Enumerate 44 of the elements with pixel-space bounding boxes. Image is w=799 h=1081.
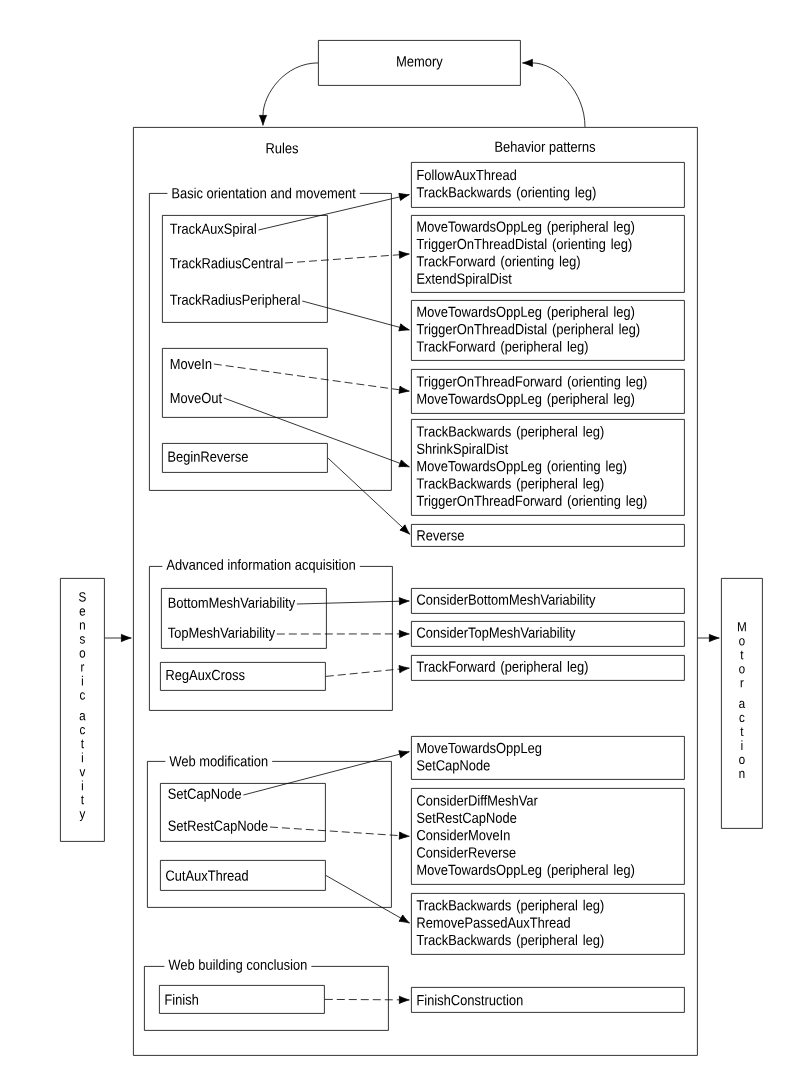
arrow: [242, 750, 410, 796]
arrow: [276, 629, 410, 638]
arrow: [325, 875, 410, 924]
arrow: [301, 300, 410, 332]
arrow: [325, 665, 410, 677]
rule-label: SetCapNode: [168, 788, 242, 802]
behavior-box: MoveTowardsOppLeg SetCapNode: [411, 736, 685, 780]
arrow: [284, 250, 410, 264]
memory-box: Memory: [318, 40, 521, 86]
behavior-box: MoveTowardsOppLeg (peripheral leg) TriggerOnThreadDistal (orienting leg) TrackForward (orienting leg) ExtendSpiralDist: [411, 215, 685, 293]
behavior-box: TrackBackwards (peripheral leg) RemovePassedAuxThread TrackBackwards (peripheral leg): [411, 893, 685, 955]
rule-label: MoveOut: [170, 392, 222, 404]
column-heading: Rules: [266, 142, 298, 154]
arrow: [327, 457, 411, 535]
output-box: Motor action: [721, 578, 763, 829]
behavior-box: FollowAuxThread TrackBackwards (orienting leg): [411, 162, 685, 208]
behavior-box: MoveTowardsOppLeg (peripheral leg) TriggerOnThreadDistal (peripheral leg) TrackForward (peripheral leg): [411, 300, 685, 361]
arrow: [258, 62, 319, 126]
arrow: [324, 995, 410, 1004]
arrow: [104, 633, 132, 643]
input-box: Sensoric activity: [60, 578, 105, 842]
behavior-box: TrackForward (peripheral leg): [411, 655, 685, 681]
rule-label: TrackAuxSpiral: [170, 223, 256, 237]
behavior-box: ConsiderBottomMeshVariability: [411, 588, 685, 614]
arrow: [269, 826, 410, 840]
rule-label: BottomMeshVariability: [168, 597, 296, 611]
arrow: [258, 192, 410, 231]
rule-label: TopMeshVariability: [168, 627, 276, 641]
behavior-box: TriggerOnThreadForward (orienting leg) MoveTowardsOppLeg (peripheral leg): [411, 369, 685, 414]
behavior-box: FinishConstruction: [411, 987, 685, 1013]
behavior-box: ConsiderTopMeshVariability: [411, 621, 685, 647]
behavior-box: Reverse: [411, 524, 685, 547]
rule-label: MoveIn: [170, 358, 212, 370]
arrow: [522, 58, 586, 128]
behavior-box: TrackBackwards (peripheral leg) ShrinkSpiralDist MoveTowardsOppLeg (orienting leg) TrackBackwards (peripheral leg) TriggerOnThreadForward (orienting leg): [411, 419, 685, 516]
rule-label: TrackRadiusPeripheral: [170, 294, 300, 308]
behavior-box: ConsiderDiffMeshVar SetRestCapNode ConsiderMoveIn ConsiderReverse MoveTowardsOppLeg (peripheral leg): [411, 788, 685, 885]
arrow: [697, 633, 720, 643]
arrow: [223, 397, 410, 468]
column-heading: Behavior patterns: [495, 141, 596, 155]
rule-label: TrackRadiusCentral: [170, 257, 283, 269]
arrow: [296, 597, 410, 606]
rule-label: SetRestCapNode: [168, 820, 268, 834]
arrow: [213, 363, 410, 394]
